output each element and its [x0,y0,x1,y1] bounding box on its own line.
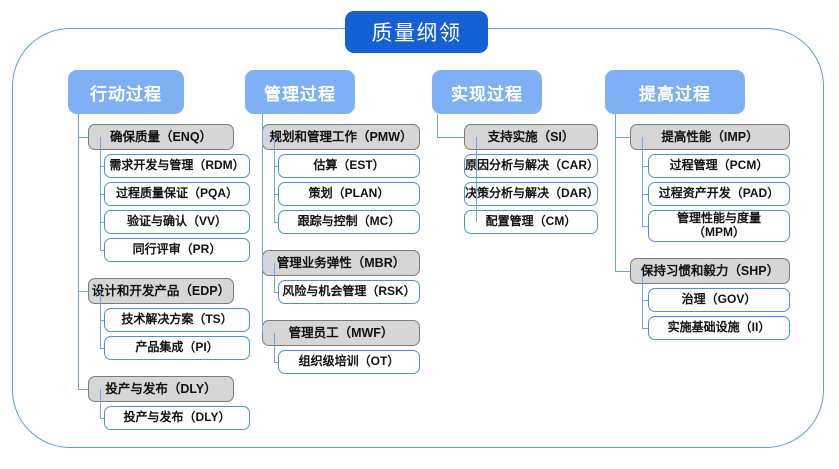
connector-line [274,292,278,294]
group-parent-node[interactable]: 设计和开发产品（EDP） [88,278,234,304]
connector-line [274,137,276,222]
connector-line [274,194,278,196]
connector-line [78,114,80,389]
connector-line [615,271,630,273]
connector-line [100,194,104,196]
process-node[interactable]: 实施基础设施（II） [648,316,790,340]
connector-line [615,137,630,139]
process-node[interactable]: 过程资产开发（PAD） [648,182,790,206]
connector-line [642,300,648,302]
connector-line [274,222,278,224]
process-node[interactable]: 验证与确认（VV） [104,210,250,234]
process-node[interactable]: 组织级培训（OT） [278,350,420,374]
connector-line [274,362,278,364]
connector-line [615,114,617,271]
connector-line [642,166,648,168]
connector-line [78,291,88,293]
process-node[interactable]: 估算（EST） [278,154,420,178]
group-parent-node[interactable]: 规划和管理工作（PMW） [262,124,420,150]
connector-line [100,291,102,348]
process-node[interactable]: 过程质量保证（PQA） [104,182,250,206]
column-header-4[interactable]: 提高过程 [605,70,745,114]
connector-line [642,226,648,228]
process-node[interactable]: 投产与发布（DLY） [104,406,250,430]
connector-line [100,418,104,420]
connector-line [78,389,88,391]
process-node[interactable]: 产品集成（PI） [104,336,250,360]
process-node[interactable]: 配置管理（CM） [464,210,598,234]
connector-line [476,137,478,222]
process-node[interactable]: 治理（GOV） [648,288,790,312]
connector-line [100,389,102,418]
process-node[interactable]: 跟踪与控制（MC） [278,210,420,234]
process-node[interactable]: 风险与机会管理（RSK） [278,280,420,304]
connector-line [100,250,104,252]
group-parent-node[interactable]: 管理员工（MWF） [262,320,420,346]
connector-line [274,333,276,362]
process-node[interactable]: 过程管理（PCM） [648,154,790,178]
connector-line [274,166,278,168]
connector-line [100,166,104,168]
connector-line [100,320,104,322]
group-parent-node[interactable]: 投产与发布（DLY） [88,376,234,402]
column-header-2[interactable]: 管理过程 [245,70,355,114]
process-node[interactable]: 策划（PLAN） [278,182,420,206]
process-node[interactable]: 管理性能与度量（MPM） [648,210,790,242]
column-header-1[interactable]: 行动过程 [68,70,184,114]
connector-line [642,328,648,330]
diagram-title: 质量纲领 [345,11,488,53]
connector-line [100,137,102,250]
connector-line [274,263,276,292]
group-parent-node[interactable]: 管理业务弹性（MBR） [262,250,420,276]
connector-line [262,114,264,333]
column-header-3[interactable]: 实现过程 [432,70,542,114]
connector-line [437,114,439,137]
group-parent-node[interactable]: 确保质量（ENQ） [88,124,234,150]
process-node[interactable]: 原因分析与解决（CAR） [464,154,599,178]
group-parent-node[interactable]: 提高性能（IMP） [630,124,790,150]
connector-line [437,137,464,139]
connector-line [78,137,88,139]
connector-line [642,271,644,328]
connector-line [642,194,648,196]
group-parent-node[interactable]: 保持习惯和毅力（SHP） [630,258,790,284]
process-node[interactable]: 技术解决方案（TS） [104,308,250,332]
connector-line [100,222,104,224]
connector-line [100,348,104,350]
process-node[interactable]: 需求开发与管理（RDM） [104,154,250,178]
process-node[interactable]: 决策分析与解决（DAR） [464,182,599,206]
connector-line [642,137,644,226]
group-parent-node[interactable]: 支持实施（SI） [464,124,598,150]
process-node[interactable]: 同行评审（PR） [104,238,250,262]
